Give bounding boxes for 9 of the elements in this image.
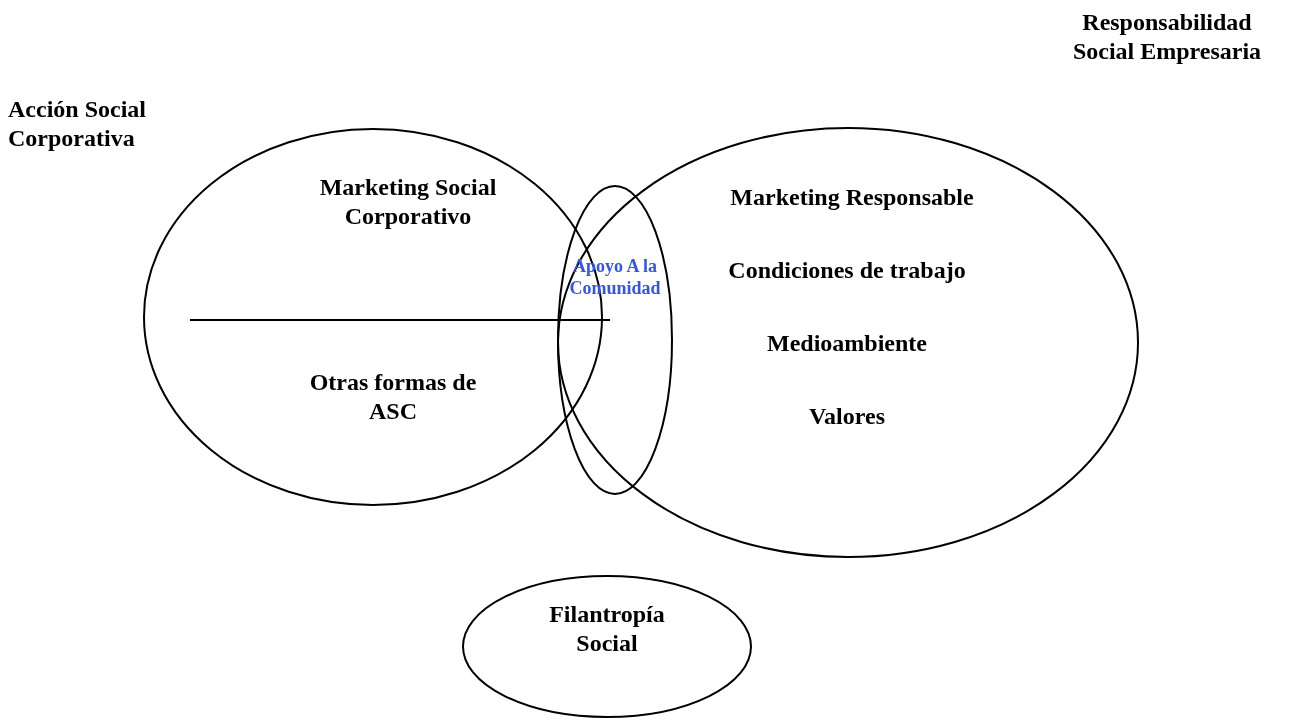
item-label: Marketing Responsable bbox=[729, 183, 975, 212]
item-label: Medioambiente bbox=[766, 329, 928, 358]
group-heading: Acción Social Corporativa bbox=[8, 95, 147, 153]
region-label: Marketing Social Corporativo bbox=[318, 173, 498, 231]
item-label: Condiciones de trabajo bbox=[727, 256, 967, 285]
group-heading: Responsabilidad Social Empresaria bbox=[1071, 8, 1263, 66]
item-label: Valores bbox=[808, 402, 886, 431]
region-label: Otras formas de ASC bbox=[308, 368, 478, 426]
ellipse-label: Filantropía Social bbox=[548, 600, 666, 658]
